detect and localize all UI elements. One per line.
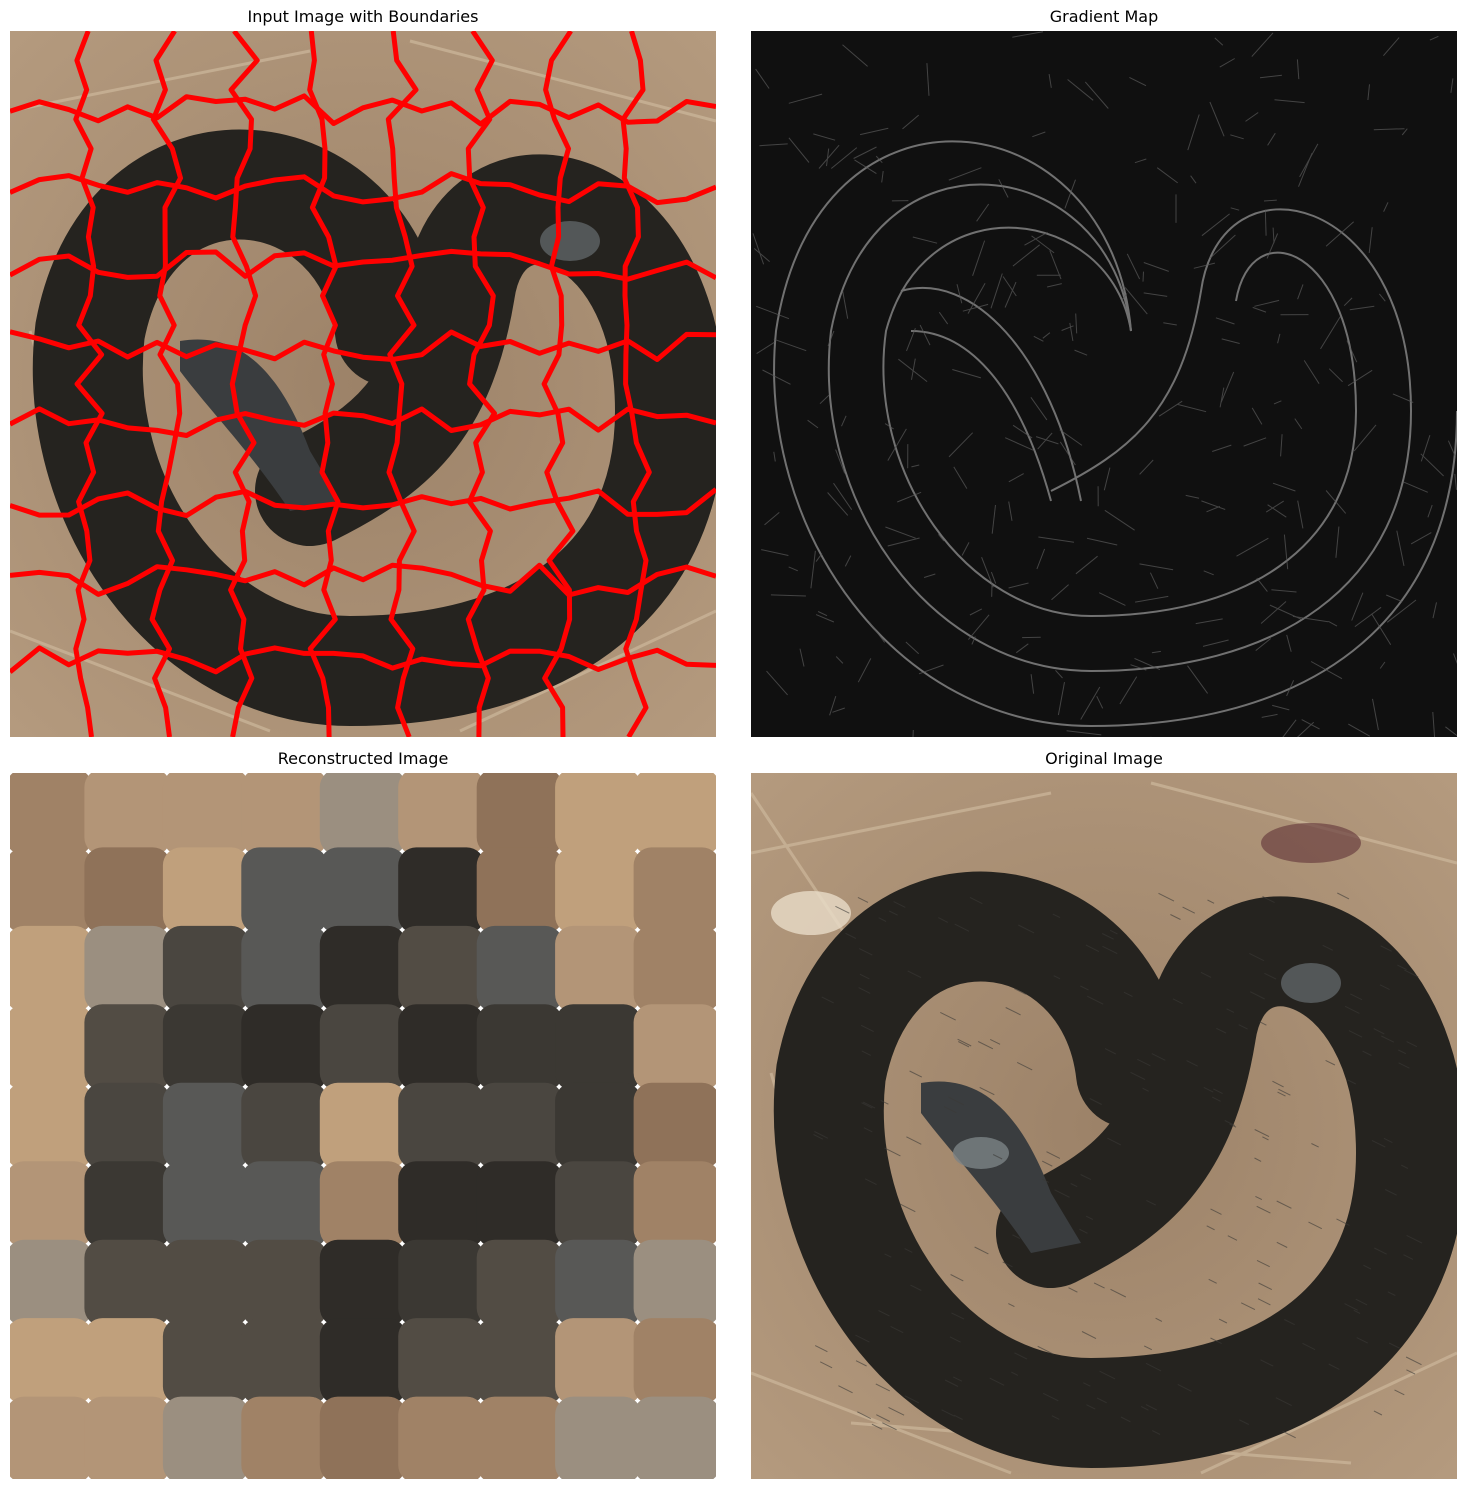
panel-title-gradient: Gradient Map	[1049, 7, 1159, 26]
panel-title-input: Input Image with Boundaries	[247, 7, 479, 26]
input-image-with-boundaries	[10, 31, 716, 737]
original-image	[751, 773, 1457, 1479]
panel-title-original: Original Image	[1045, 749, 1163, 768]
reconstructed-image	[10, 773, 716, 1479]
panel-title-reconstructed: Reconstructed Image	[277, 749, 449, 768]
gradient-map	[751, 31, 1457, 737]
